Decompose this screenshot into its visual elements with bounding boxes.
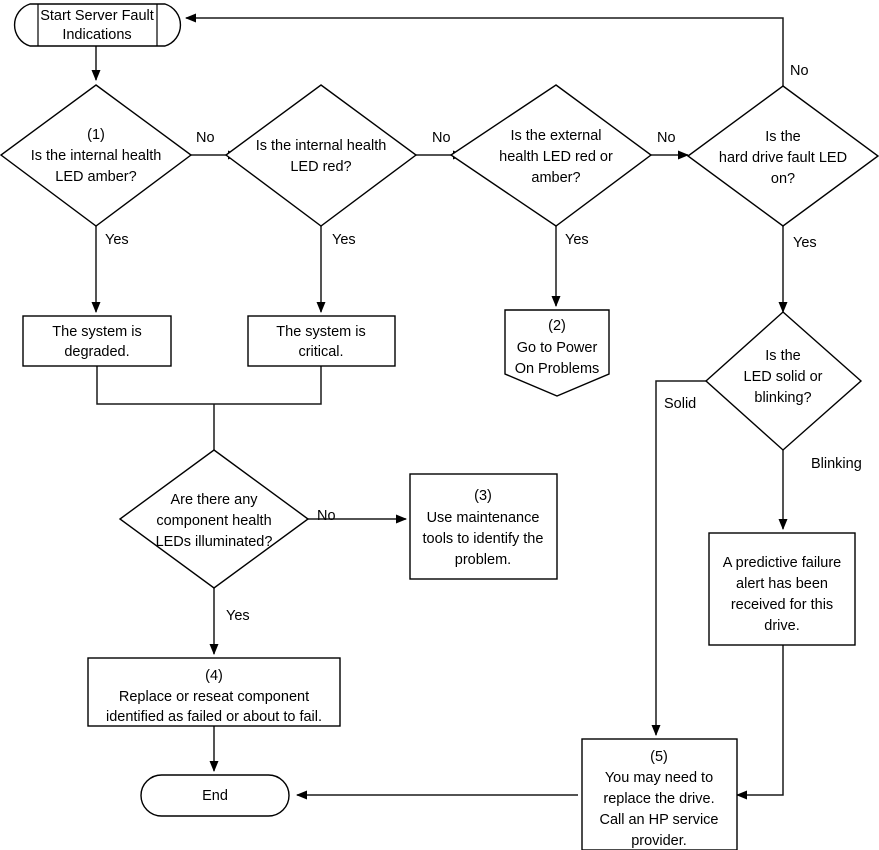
node-maint-tag: (3) (474, 488, 492, 504)
node-power-tag: (2) (548, 318, 566, 334)
edge-label-d5-no: No (317, 508, 336, 524)
node-d4-line3: on? (771, 171, 795, 187)
node-decision-external-health: Is the external health LED red or amber? (449, 84, 653, 227)
node-d5-line2: component health (156, 513, 271, 529)
node-decision-internal-health-amber: (1) Is the internal health LED amber? (0, 84, 193, 227)
edge-label-d6-solid: Solid (664, 396, 696, 412)
node-predictive-line3: received for this (731, 597, 833, 613)
node-predictive-line2: alert has been (736, 576, 828, 592)
node-replace-line2: identified as failed or about to fail. (106, 709, 322, 725)
node-service-tag: (5) (650, 749, 668, 765)
node-predictive-line4: drive. (764, 618, 799, 634)
node-d3-line1: Is the external (510, 128, 601, 144)
node-process-call-hp-service: (5) You may need to replace the drive. C… (581, 738, 738, 850)
edge-label-d4-no: No (790, 63, 809, 79)
node-replace-line1: Replace or reseat component (119, 689, 309, 705)
node-d3-line3: amber? (531, 170, 580, 186)
node-process-replace-reseat: (4) Replace or reseat component identifi… (87, 657, 341, 727)
edge-label-d6-blinking: Blinking (811, 456, 862, 472)
node-maint-line1: Use maintenance (427, 510, 540, 526)
node-d1-line2: LED amber? (55, 169, 136, 185)
node-degraded-line2: degraded. (64, 344, 129, 360)
node-decision-hard-drive-fault: Is the hard drive fault LED on? (686, 85, 879, 227)
node-predictive-line1: A predictive failure (723, 555, 841, 571)
node-service-line1: You may need to (605, 770, 713, 786)
node-d5-line1: Are there any (170, 492, 258, 508)
node-service-line3: Call an HP service (599, 812, 718, 828)
node-power-line2: On Problems (515, 361, 600, 377)
node-d6-line3: blinking? (754, 390, 811, 406)
node-d1-line1: Is the internal health (31, 148, 162, 164)
node-end-label: End (202, 788, 228, 804)
node-d2-line2: LED red? (290, 159, 351, 175)
node-maint-line2: tools to identify the (423, 531, 544, 547)
node-replace-tag: (4) (205, 668, 223, 684)
node-d5-line3: LEDs illuminated? (156, 534, 273, 550)
edge-label-d3-no: No (657, 130, 676, 146)
node-d3-line2: health LED red or (499, 149, 613, 165)
node-maint-line3: problem. (455, 552, 511, 568)
node-start: Start Server Fault Indications (13, 3, 182, 47)
edge-label-d3-yes: Yes (565, 232, 589, 248)
node-d4-line2: hard drive fault LED (719, 150, 847, 166)
node-service-line2: replace the drive. (603, 791, 714, 807)
node-start-line2: Indications (62, 27, 131, 43)
node-process-maintenance-tools: (3) Use maintenance tools to identify th… (409, 473, 558, 580)
edge-merge-degraded-critical (96, 366, 322, 405)
node-critical-line1: The system is (276, 324, 365, 340)
node-decision-component-health-leds: Are there any component health LEDs illu… (118, 449, 310, 589)
node-d1-tag: (1) (87, 127, 105, 143)
node-process-system-degraded: The system is degraded. (22, 315, 172, 367)
edge-d6-solid (651, 380, 706, 736)
edge-label-d4-yes: Yes (793, 235, 817, 251)
edge-label-d1-yes: Yes (105, 232, 129, 248)
node-process-system-critical: The system is critical. (247, 315, 396, 367)
edge-label-d2-no: No (432, 130, 451, 146)
node-offpage-power-on-problems: (2) Go to Power On Problems (504, 309, 610, 397)
edge-label-d5-yes: Yes (226, 608, 250, 624)
node-degraded-line1: The system is (52, 324, 141, 340)
edge-predictive-to-service (736, 645, 784, 800)
node-d6-line2: LED solid or (744, 369, 823, 385)
node-power-line1: Go to Power (517, 340, 598, 356)
node-process-predictive-failure: A predictive failure alert has been rece… (708, 532, 856, 646)
edge-label-d2-yes: Yes (332, 232, 356, 248)
node-critical-line2: critical. (298, 344, 343, 360)
node-service-line4: provider. (631, 833, 687, 849)
node-decision-internal-health-red: Is the internal health LED red? (224, 84, 418, 227)
edge-label-d1-no: No (196, 130, 215, 146)
node-decision-led-solid-or-blinking: Is the LED solid or blinking? (704, 311, 863, 451)
node-d2-line1: Is the internal health (256, 138, 387, 154)
node-d6-line1: Is the (765, 348, 800, 364)
node-start-line1: Start Server Fault (40, 8, 154, 24)
node-d4-line1: Is the (765, 129, 800, 145)
node-end: End (140, 774, 290, 817)
edge-d4-no (185, 13, 784, 86)
